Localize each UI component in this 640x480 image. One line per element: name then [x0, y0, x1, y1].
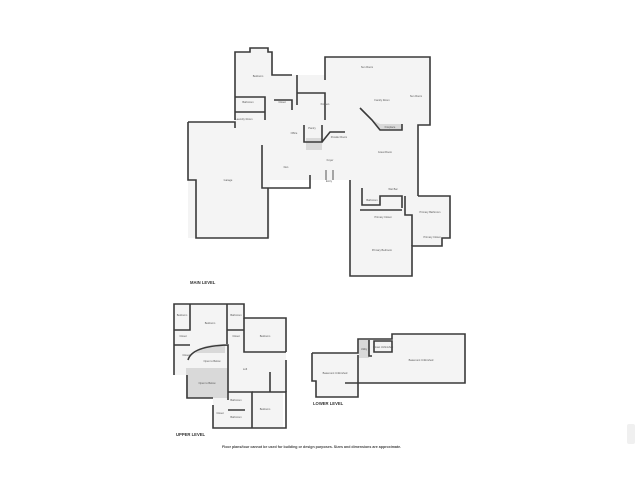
room-label: Loft	[243, 367, 248, 371]
room-label: Den	[284, 165, 289, 169]
watermark-logo	[627, 424, 635, 444]
room-label: Basement Unfinished	[409, 358, 434, 362]
room-label: Bedroom	[253, 74, 264, 78]
room-label: Kitchen	[321, 102, 330, 106]
upper-level-room-labels: Bedroom Bedroom Bathroom Closet Closet B…	[176, 313, 270, 437]
room-label: Open to Below	[198, 381, 215, 385]
room-label: Bathroom	[242, 100, 253, 104]
room-label: Closet	[278, 100, 286, 104]
main-level-title: MAIN LEVEL	[190, 280, 216, 285]
main-level-plan	[187, 47, 451, 277]
room-label: Wet Bar	[388, 187, 397, 191]
room-label: Closet	[182, 353, 190, 357]
room-label: Bedroom	[177, 313, 188, 317]
room-label: Primary Bathroom	[420, 210, 441, 214]
room-label: Bathroom	[366, 198, 377, 202]
room-label: Sun Room	[361, 65, 373, 69]
room-label: Powder Room	[331, 135, 347, 139]
main-level-room-labels: Bedroom Bathroom Closet Laundry Room Gar…	[190, 65, 441, 285]
room-label: Sun Room	[410, 94, 422, 98]
room-label: Primary Closet	[374, 215, 391, 219]
room-label: Utility	[361, 347, 368, 351]
room-label: Foyer	[327, 158, 334, 162]
room-label: Closet	[216, 411, 224, 415]
room-label: Primary Closet	[423, 235, 440, 239]
room-label: Closet Unfinished	[373, 345, 394, 349]
lower-level-plan	[311, 333, 466, 398]
upper-level-title: UPPER LEVEL	[176, 432, 206, 437]
lower-level-title: LOWER LEVEL	[313, 401, 344, 406]
room-label: Pantry	[308, 126, 316, 130]
room-label: Family Room	[374, 98, 389, 102]
room-label: Basement Unfinished	[323, 371, 348, 375]
lower-level-room-labels: Basement Unfinished Utility Closet Unfin…	[313, 345, 434, 406]
room-label: Great Room	[378, 150, 392, 154]
room-label: Bathroom	[230, 313, 241, 317]
room-label: Bedroom	[260, 334, 271, 338]
room-label: Closet	[232, 334, 240, 338]
disclaimer: Floor plans/tour cannot be used for buil…	[222, 445, 401, 449]
room-label: Open to Below	[203, 359, 220, 363]
room-label: Laundry Room	[235, 117, 252, 121]
room-label: Garage	[224, 178, 233, 182]
room-label: Entry	[326, 179, 333, 183]
room-label: Bedroom	[260, 407, 271, 411]
room-label: Primary Bedroom	[372, 248, 392, 252]
room-label: Bedroom	[205, 321, 216, 325]
upper-level-plan	[173, 303, 287, 429]
room-label: Bathroom	[230, 415, 241, 419]
room-label: Fireplace	[385, 125, 396, 129]
room-label: Closet	[179, 334, 187, 338]
room-label: Bathroom	[230, 398, 241, 402]
room-label: Office	[291, 131, 298, 135]
